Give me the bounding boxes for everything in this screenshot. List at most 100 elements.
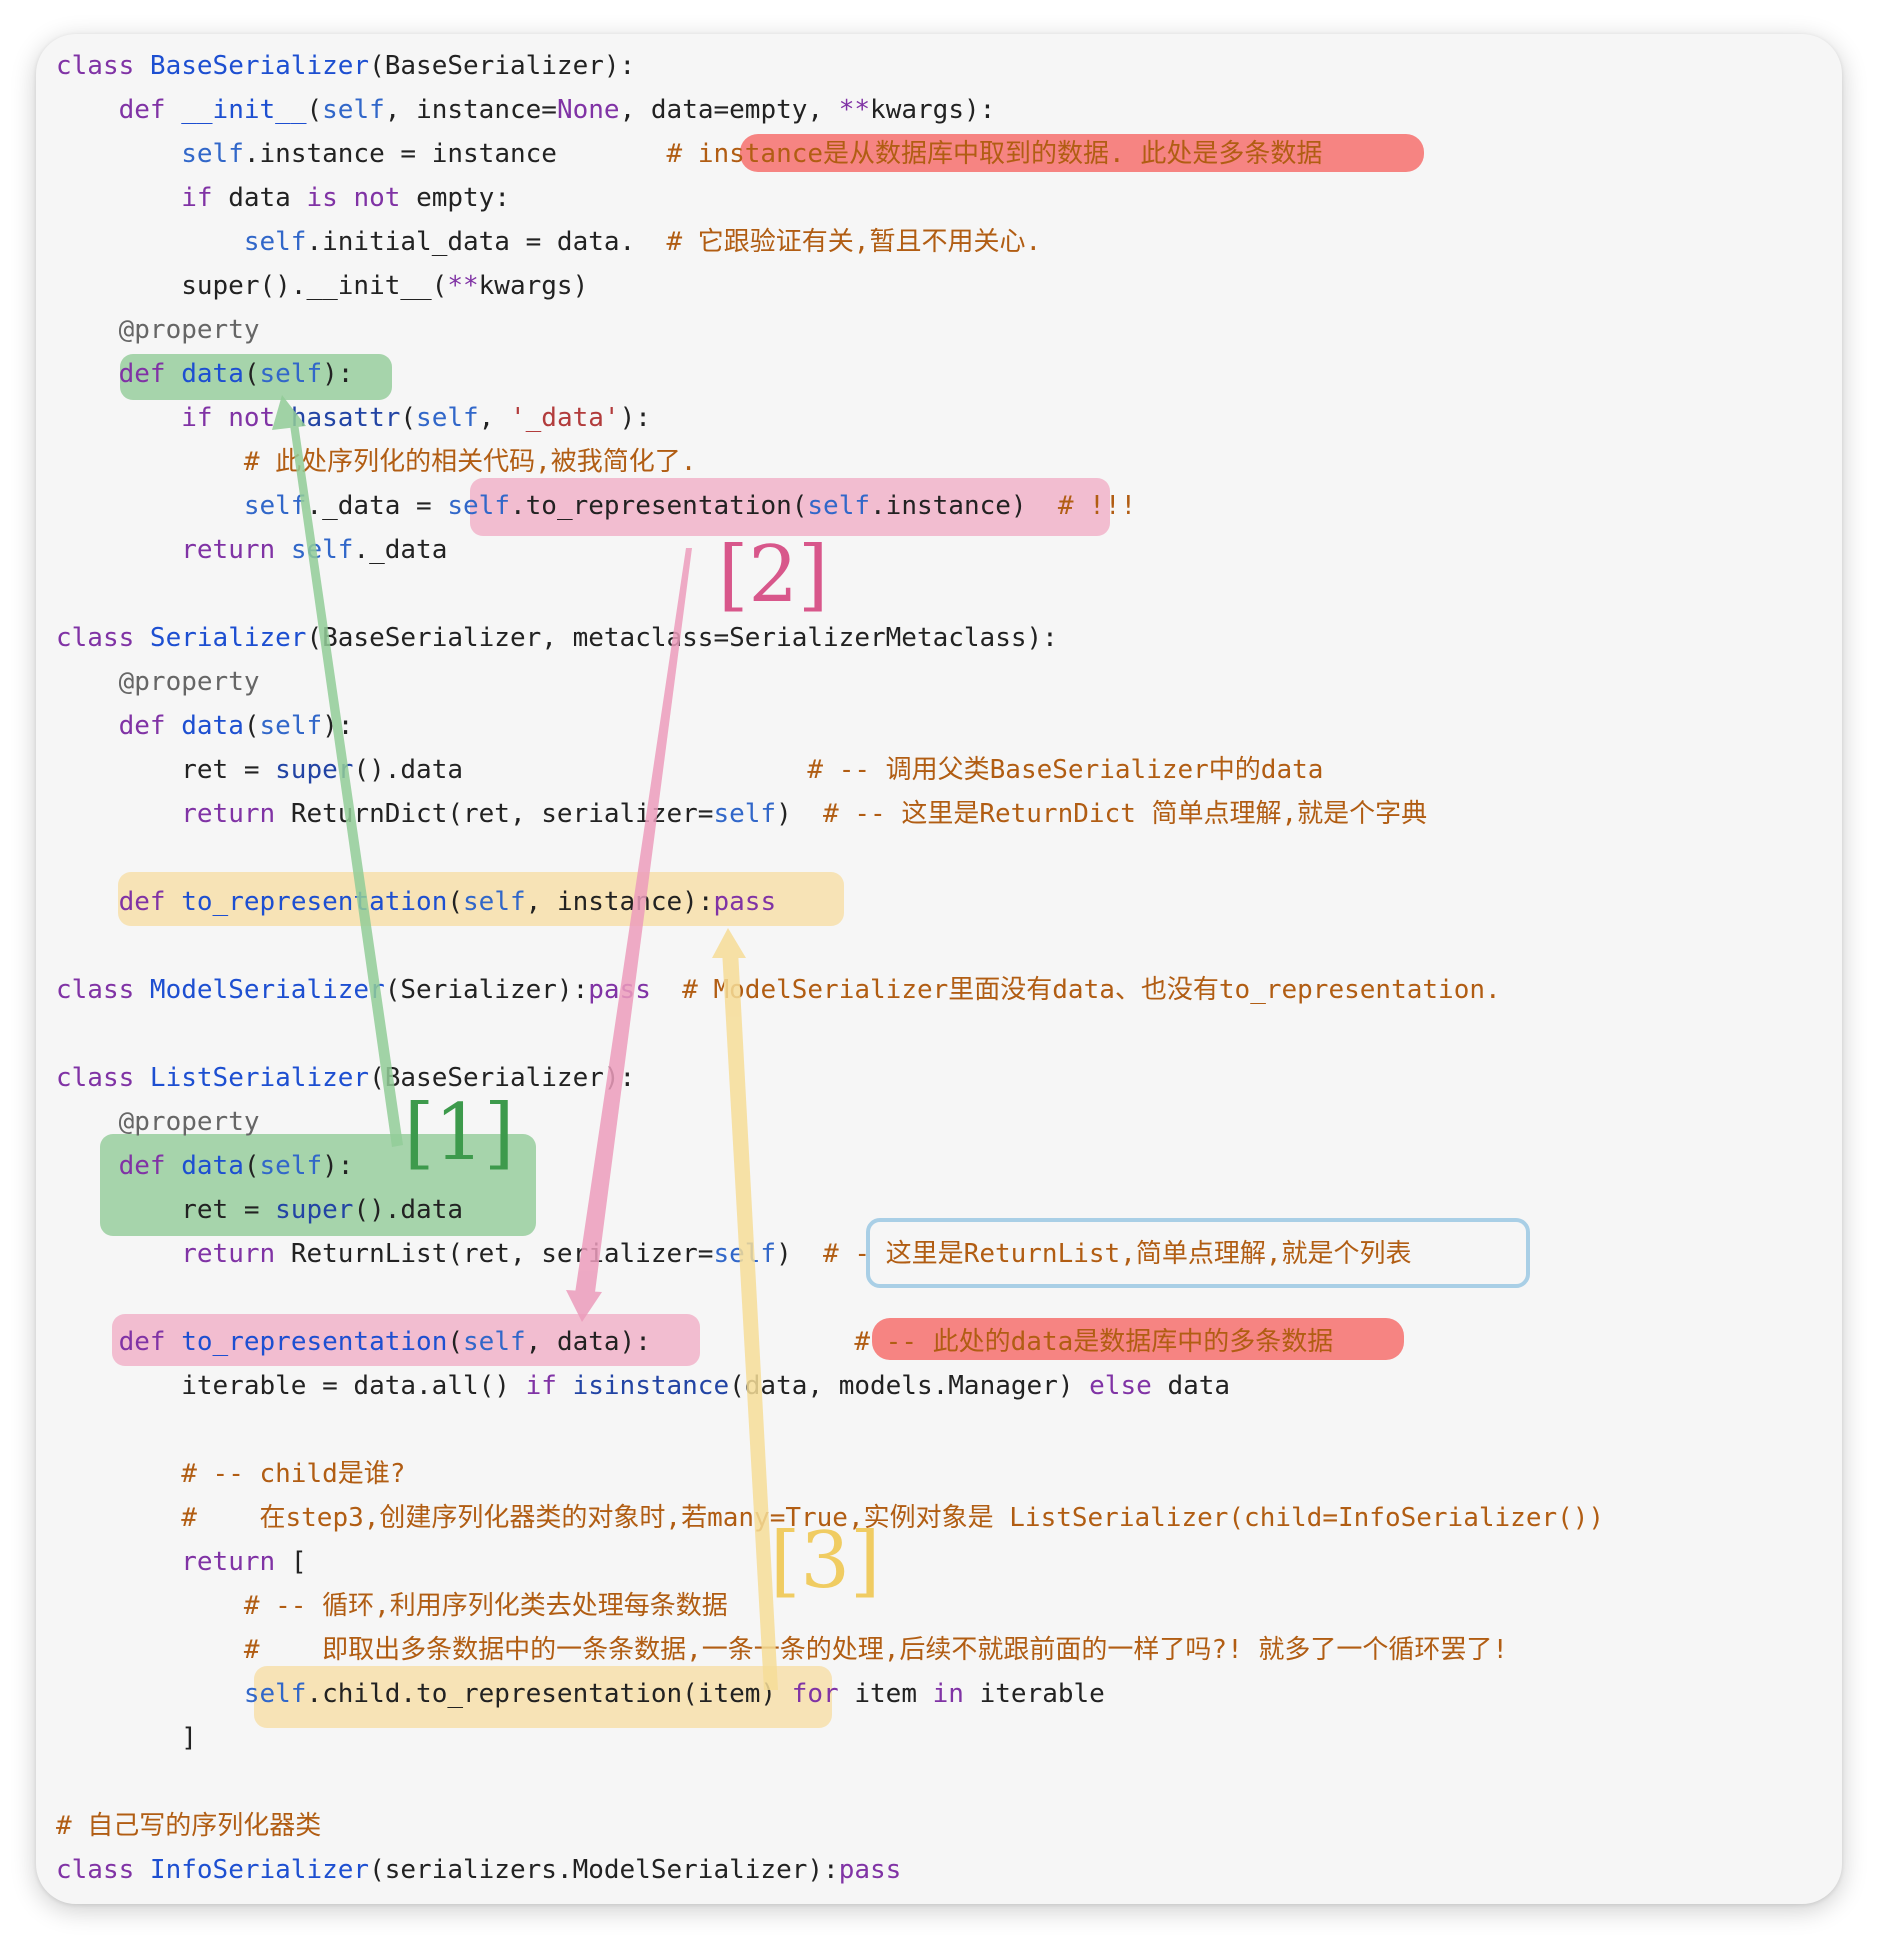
code-token: # 此处序列化的相关代码,被我简化了. — [243, 447, 697, 477]
yellow-arrow-head — [712, 928, 746, 958]
code-token: .instance = instance — [243, 139, 667, 169]
code-line: self.child.to_representation(item) for i… — [56, 1672, 1604, 1716]
code-token: pass — [713, 887, 777, 917]
code-line: ] — [56, 1716, 1604, 1760]
code-token: , instance= — [384, 95, 557, 125]
code-token: ReturnList(ret, serializer= — [290, 1239, 714, 1269]
code-token: def — [118, 359, 182, 389]
code-token: , — [478, 403, 510, 433]
code-token: ): — [322, 359, 354, 389]
code-token: # 它跟验证有关,暂且不用关心. — [666, 227, 1042, 257]
code-token: # - 这里是ReturnList,简单点理解,就是个列表 — [823, 1239, 1412, 1269]
code-token: self — [463, 1327, 526, 1357]
code-token: (BaseSerializer, metaclass=SerializerMet… — [306, 623, 1058, 653]
code-token: iterable — [979, 1679, 1105, 1709]
code-token: # -- 此处的data是数据库中的多条数据 — [854, 1327, 1334, 1357]
code-token: ListSerializer — [149, 1063, 370, 1093]
code-line: class ModelSerializer(Serializer):pass #… — [56, 968, 1604, 1012]
code-token: iterable = data.all() — [56, 1371, 526, 1401]
code-token: def — [118, 887, 182, 917]
code-token: hasattr — [290, 403, 401, 433]
code-token: # ModelSerializer里面没有data、也没有to_represen… — [682, 975, 1501, 1005]
code-token: # -- 循环,利用序列化类去处理每条数据 — [243, 1591, 728, 1621]
highlight-returnlist-comment — [866, 1218, 1530, 1288]
pink-arrow — [566, 548, 692, 1322]
code-token: (Serializer): — [384, 975, 589, 1005]
code-line: def to_representation(self, data): # -- … — [56, 1320, 1604, 1364]
code-token: def — [118, 1327, 182, 1357]
code-token: ReturnDict(ret, serializer= — [290, 799, 714, 829]
code-token: if — [181, 183, 229, 213]
code-token: (BaseSerializer): — [369, 1063, 636, 1093]
yellow-arrow-shaft — [722, 950, 778, 1690]
code-token: ._data = — [306, 491, 448, 521]
code-token: self — [447, 491, 510, 521]
code-token: [ — [290, 1547, 307, 1577]
code-token: __init__ — [181, 95, 307, 125]
code-line: def data(self): — [56, 352, 1604, 396]
code-token: isinstance — [572, 1371, 730, 1401]
highlight-list-data-def — [100, 1134, 536, 1236]
code-token: , data=empty, — [619, 95, 839, 125]
code-token: BaseSerializer — [149, 51, 370, 81]
code-block: class BaseSerializer (BaseSerializer): de… — [56, 44, 1604, 1892]
code-token: ( — [400, 403, 417, 433]
code-token: def — [118, 711, 182, 741]
code-token: self — [463, 887, 526, 917]
code-token: to_representation — [181, 1327, 448, 1357]
code-token: data — [1167, 1371, 1231, 1401]
code-token: ( — [447, 1327, 464, 1357]
code-line: def to_representation(self, instance):pa… — [56, 880, 1604, 924]
code-token: ( — [243, 1151, 260, 1181]
code-token: super().__init__( — [56, 271, 448, 301]
code-token: ): — [322, 1151, 354, 1181]
annotation-tag-1: [1] — [404, 1088, 515, 1178]
code-line: @property — [56, 660, 1604, 704]
code-token: InfoSerializer — [149, 1855, 370, 1885]
code-line: def __init__(self, instance=None, data=e… — [56, 88, 1604, 132]
code-token: in — [932, 1679, 980, 1709]
highlight-to-representation-call — [470, 478, 1110, 536]
code-token: self — [290, 535, 354, 565]
code-token: ._data — [353, 535, 448, 565]
code-token: # -- 这里是ReturnDict 简单点理解,就是个字典 — [823, 799, 1428, 829]
code-token: return — [181, 799, 291, 829]
code-token: ret = — [56, 755, 276, 785]
code-token: .instance) — [870, 491, 1058, 521]
code-token: instance是从数据库中取到的数据. 此处是多条数据 — [697, 139, 1323, 169]
code-line: class ListSerializer(BaseSerializer): — [56, 1056, 1604, 1100]
code-token: # — [666, 139, 698, 169]
code-token: # 在step3,创建序列化器类的对象时,若many=True,实例对象是 Li… — [181, 1503, 1605, 1533]
code-line: # 自己写的序列化器类 — [56, 1804, 1604, 1848]
code-line: ret = super().data — [56, 1188, 1604, 1232]
code-token: ** — [838, 95, 871, 125]
code-token: # 即取出多条数据中的一条条数据,一条一条的处理,后续不就跟前面的一样了吗?! … — [243, 1635, 1509, 1665]
code-line: super().__init__(**kwargs) — [56, 264, 1604, 308]
code-line: @property — [56, 1100, 1604, 1144]
code-line: iterable = data.all() if isinstance(data… — [56, 1364, 1604, 1408]
pink-arrow-shaft — [574, 548, 692, 1300]
highlight-data-comment — [872, 1318, 1404, 1360]
code-token: @property — [118, 667, 260, 697]
code-line: self.initial_data = data. # 它跟验证有关,暂且不用关… — [56, 220, 1604, 264]
code-token: return — [181, 1547, 291, 1577]
code-token: self — [322, 95, 385, 125]
code-token: return — [181, 535, 291, 565]
code-token: else — [1089, 1371, 1168, 1401]
code-line: # -- 循环,利用序列化类去处理每条数据 — [56, 1584, 1604, 1628]
green-arrow-shaft — [290, 423, 403, 1147]
code-line: class InfoSerializer(serializers.ModelSe… — [56, 1848, 1604, 1892]
code-token: class — [56, 51, 150, 81]
highlight-serializer-to-representation — [118, 872, 844, 926]
code-token: self — [259, 1151, 323, 1181]
code-token: kwargs) — [478, 271, 589, 301]
code-token: ) — [776, 799, 824, 829]
code-token: Serializer — [149, 623, 307, 653]
code-token: self — [259, 359, 323, 389]
annotation-tag-3: [3] — [770, 1516, 881, 1606]
highlight-child-to-representation — [254, 1666, 832, 1728]
highlight-instance-comment — [740, 134, 1424, 172]
code-line: # 此处序列化的相关代码,被我简化了. — [56, 440, 1604, 484]
code-line: class Serializer(BaseSerializer, metacla… — [56, 616, 1604, 660]
